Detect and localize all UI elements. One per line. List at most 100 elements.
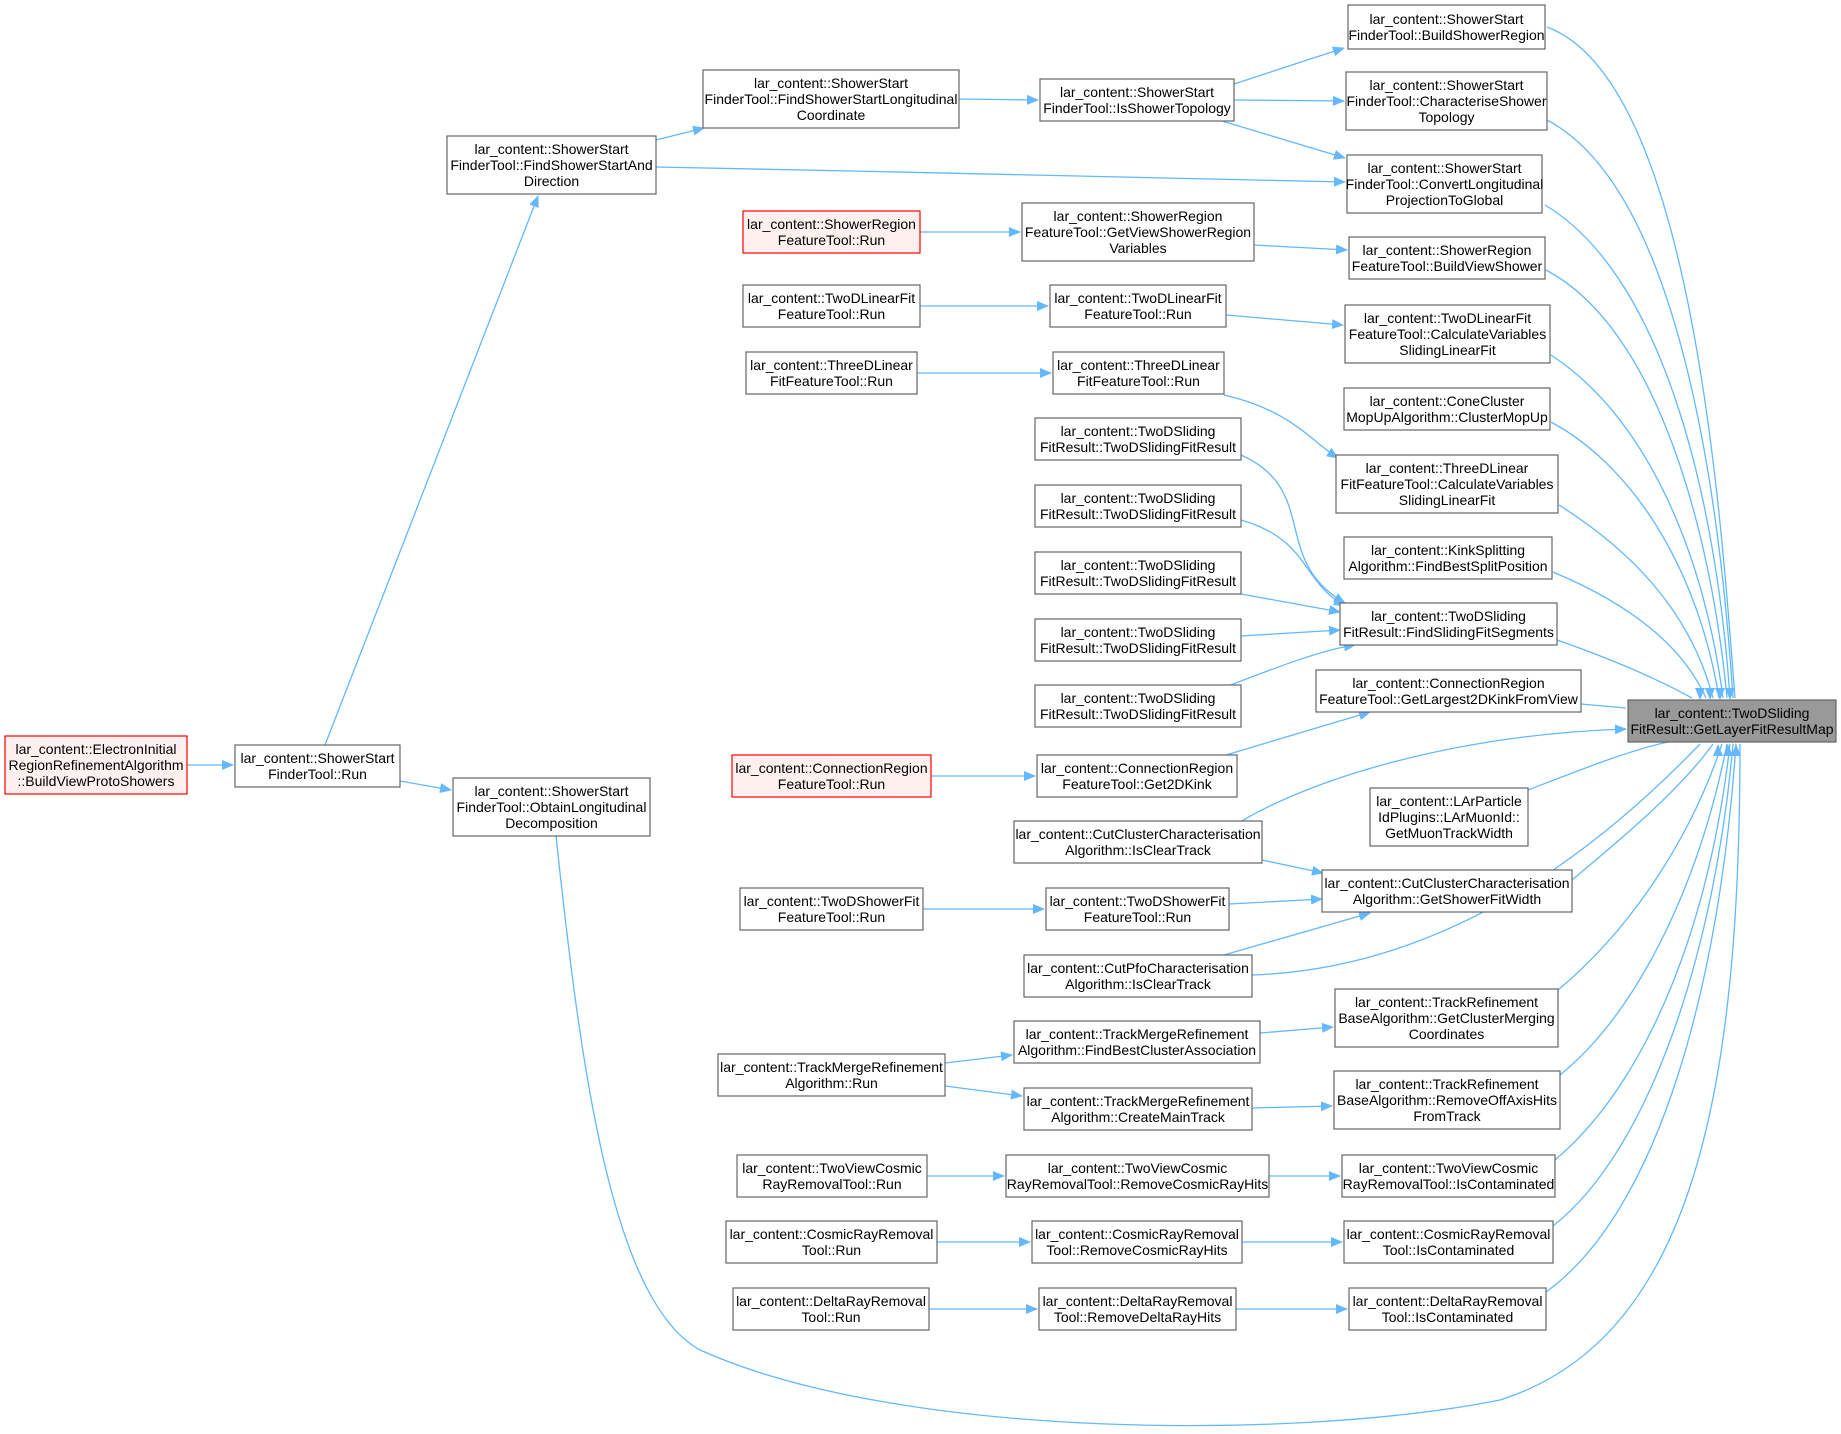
node-box[interactable]	[1045, 887, 1230, 931]
node-kinkSplitting[interactable]: lar_content::KinkSplittingAlgorithm::Fin…	[1343, 536, 1553, 580]
node-deltaIsContaminated[interactable]: lar_content::DeltaRayRemovalTool::IsCont…	[1348, 1287, 1547, 1331]
node-box[interactable]	[1627, 699, 1837, 743]
node-tdsfr4[interactable]: lar_content::TwoDSlidingFitResult::TwoDS…	[1034, 618, 1242, 662]
node-box[interactable]	[1034, 551, 1242, 595]
node-twoDLinearRun[interactable]: lar_content::TwoDLinearFitFeatureTool::R…	[1049, 284, 1227, 328]
node-box[interactable]	[732, 1287, 930, 1331]
node-cutPfoIsClearTrack[interactable]: lar_content::CutPfoCharacterisationAlgor…	[1023, 954, 1253, 998]
node-cosmicRemove[interactable]: lar_content::CosmicRayRemovalTool::Remov…	[1031, 1220, 1243, 1264]
node-box[interactable]	[1346, 154, 1543, 214]
node-box[interactable]	[1347, 4, 1546, 50]
node-box[interactable]	[1013, 1020, 1261, 1064]
node-convertLongitudinal[interactable]: lar_content::ShowerStartFinderTool::Conv…	[1346, 154, 1544, 214]
node-box[interactable]	[4, 735, 188, 795]
node-target[interactable]: lar_content::TwoDSlidingFitResult::GetLa…	[1627, 699, 1837, 743]
node-box[interactable]	[1036, 754, 1238, 798]
node-getViewShowerRegion[interactable]: lar_content::ShowerRegionFeatureTool::Ge…	[1021, 202, 1255, 262]
node-box[interactable]	[1034, 618, 1242, 662]
node-box[interactable]	[739, 887, 924, 931]
node-box[interactable]	[234, 744, 401, 788]
node-findShowerStartLong[interactable]: lar_content::ShowerStartFinderTool::Find…	[702, 69, 960, 129]
node-box[interactable]	[1348, 1287, 1547, 1331]
node-box[interactable]	[725, 1220, 938, 1264]
node-box[interactable]	[452, 777, 651, 837]
node-twoDShowerFitRunLeft[interactable]: lar_content::TwoDShowerFitFeatureTool::R…	[739, 887, 924, 931]
node-box[interactable]	[1034, 484, 1242, 528]
node-threeDLinearRunLeft[interactable]: lar_content::ThreeDLinearFitFeatureTool:…	[745, 351, 918, 395]
node-box[interactable]	[1321, 869, 1573, 913]
node-box[interactable]	[1348, 236, 1546, 280]
node-findShowerStartAndDir[interactable]: lar_content::ShowerStartFinderTool::Find…	[446, 135, 657, 195]
node-box[interactable]	[1335, 454, 1559, 514]
node-twoDLinearCalc[interactable]: lar_content::TwoDLinearFitFeatureTool::C…	[1344, 304, 1551, 364]
node-getLargest2DKink[interactable]: lar_content::ConnectionRegionFeatureTool…	[1315, 669, 1582, 713]
node-box[interactable]	[1369, 787, 1529, 847]
node-box[interactable]	[1315, 669, 1582, 713]
node-twoViewIsContaminated[interactable]: lar_content::TwoViewCosmicRayRemovalTool…	[1341, 1154, 1556, 1198]
node-tdsfr1[interactable]: lar_content::TwoDSlidingFitResult::TwoDS…	[1034, 417, 1242, 461]
node-cutClusterIsClearTrack[interactable]: lar_content::CutClusterCharacterisationA…	[1013, 820, 1263, 864]
node-coneClusterMopUp[interactable]: lar_content::ConeClusterMopUpAlgorithm::…	[1343, 387, 1551, 431]
node-box[interactable]	[1013, 820, 1263, 864]
node-deltaRemove[interactable]: lar_content::DeltaRayRemovalTool::Remove…	[1038, 1287, 1237, 1331]
node-box[interactable]	[736, 1154, 928, 1198]
node-showerRegionRun[interactable]: lar_content::ShowerRegionFeatureTool::Ru…	[742, 210, 921, 254]
node-tdsfr5[interactable]: lar_content::TwoDSlidingFitResult::TwoDS…	[1034, 684, 1242, 728]
node-twoDShowerFitRun[interactable]: lar_content::TwoDShowerFitFeatureTool::R…	[1045, 887, 1230, 931]
node-box[interactable]	[1031, 1220, 1243, 1264]
node-box[interactable]	[1344, 304, 1551, 364]
node-box[interactable]	[717, 1053, 946, 1097]
node-box[interactable]	[1333, 1070, 1561, 1130]
node-tdsfr2[interactable]: lar_content::TwoDSlidingFitResult::TwoDS…	[1034, 484, 1242, 528]
node-box[interactable]	[1339, 602, 1558, 646]
node-box[interactable]	[1038, 1287, 1237, 1331]
node-buildShowerRegion[interactable]: lar_content::ShowerStartFinderTool::Buil…	[1347, 4, 1546, 50]
node-box[interactable]	[1343, 387, 1551, 431]
node-obtainLongDecomp[interactable]: lar_content::ShowerStartFinderTool::Obta…	[452, 777, 651, 837]
node-box[interactable]	[1334, 988, 1559, 1048]
node-box[interactable]	[745, 351, 918, 395]
node-box[interactable]	[446, 135, 657, 195]
node-connRegionGet2DKink[interactable]: lar_content::ConnectionRegionFeatureTool…	[1036, 754, 1238, 798]
node-box[interactable]	[1049, 284, 1227, 328]
node-connRegionRun[interactable]: lar_content::ConnectionRegionFeatureTool…	[731, 754, 932, 798]
node-box[interactable]	[1345, 71, 1548, 131]
node-box[interactable]	[1005, 1154, 1270, 1198]
node-box[interactable]	[702, 69, 960, 129]
node-findSlidingFitSegments[interactable]: lar_content::TwoDSlidingFitResult::FindS…	[1339, 602, 1558, 646]
node-box[interactable]	[1052, 351, 1225, 395]
node-cosmicIsContaminated[interactable]: lar_content::CosmicRayRemovalTool::IsCon…	[1343, 1220, 1554, 1264]
node-trackRefGetClusterMerging[interactable]: lar_content::TrackRefinementBaseAlgorith…	[1334, 988, 1559, 1048]
node-box[interactable]	[1023, 1087, 1253, 1131]
node-box[interactable]	[1034, 684, 1242, 728]
node-trackMergeRun[interactable]: lar_content::TrackMergeRefinementAlgorit…	[717, 1053, 946, 1097]
node-box[interactable]	[1343, 1220, 1554, 1264]
node-trackRefRemoveOffAxis[interactable]: lar_content::TrackRefinementBaseAlgorith…	[1333, 1070, 1561, 1130]
node-trackMergeFindBest[interactable]: lar_content::TrackMergeRefinementAlgorit…	[1013, 1020, 1261, 1064]
node-threeDLinearCalc[interactable]: lar_content::ThreeDLinearFitFeatureTool:…	[1335, 454, 1559, 514]
node-buildViewShower[interactable]: lar_content::ShowerRegionFeatureTool::Bu…	[1348, 236, 1546, 280]
node-getShowerFitWidth[interactable]: lar_content::CutClusterCharacterisationA…	[1321, 869, 1573, 913]
node-twoDLinearRunLeft[interactable]: lar_content::TwoDLinearFitFeatureTool::R…	[742, 284, 921, 328]
node-electronInitial[interactable]: lar_content::ElectronInitialRegionRefine…	[4, 735, 188, 795]
node-box[interactable]	[742, 210, 921, 254]
node-characteriseShowerTopology[interactable]: lar_content::ShowerStartFinderTool::Char…	[1345, 71, 1548, 131]
node-twoViewRun[interactable]: lar_content::TwoViewCosmicRayRemovalTool…	[736, 1154, 928, 1198]
node-isShowerTopology[interactable]: lar_content::ShowerStartFinderTool::IsSh…	[1039, 78, 1235, 122]
node-box[interactable]	[731, 754, 932, 798]
node-trackMergeCreateMain[interactable]: lar_content::TrackMergeRefinementAlgorit…	[1023, 1087, 1253, 1131]
node-box[interactable]	[1343, 536, 1553, 580]
node-twoViewRemove[interactable]: lar_content::TwoViewCosmicRayRemovalTool…	[1005, 1154, 1270, 1198]
node-box[interactable]	[1021, 202, 1255, 262]
node-box[interactable]	[1023, 954, 1253, 998]
node-box[interactable]	[742, 284, 921, 328]
node-threeDLinearRun[interactable]: lar_content::ThreeDLinearFitFeatureTool:…	[1052, 351, 1225, 395]
node-larMuonId[interactable]: lar_content::LArParticleIdPlugins::LArMu…	[1369, 787, 1529, 847]
node-box[interactable]	[1341, 1154, 1556, 1198]
node-box[interactable]	[1039, 78, 1235, 122]
node-box[interactable]	[1034, 417, 1242, 461]
node-tdsfr3[interactable]: lar_content::TwoDSlidingFitResult::TwoDS…	[1034, 551, 1242, 595]
